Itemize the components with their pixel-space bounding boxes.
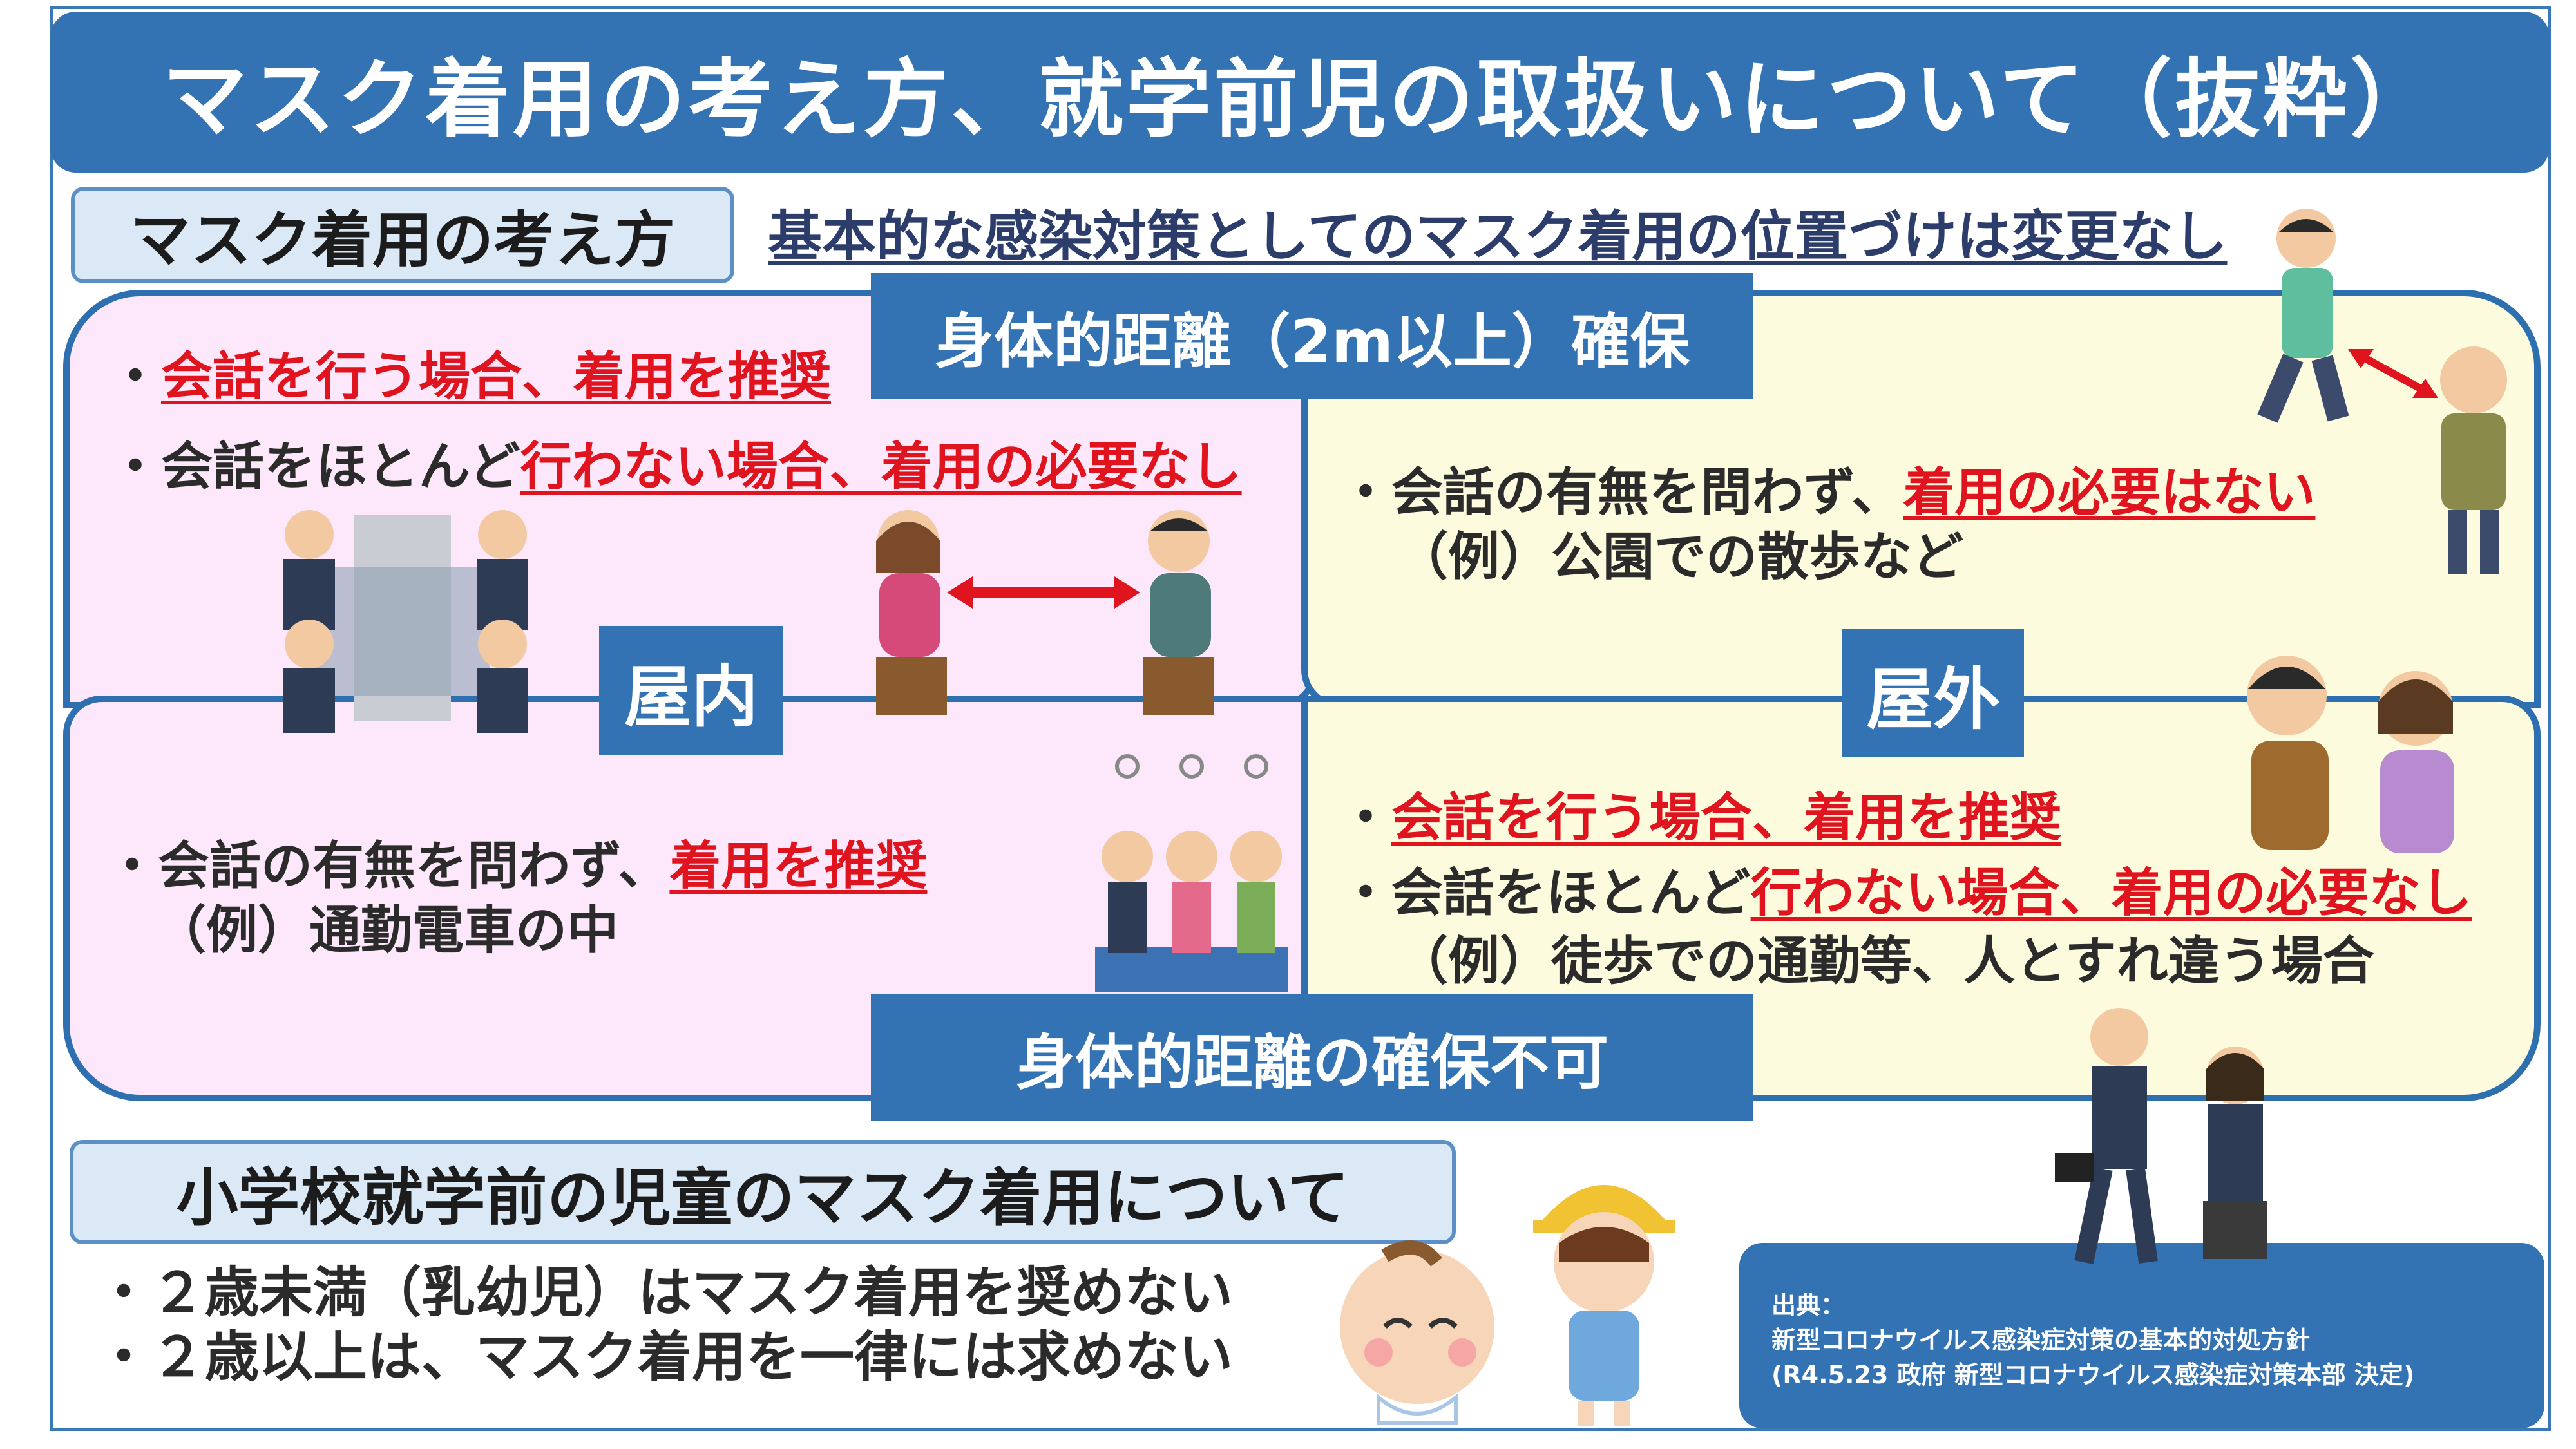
train-passengers-illustration (1095, 754, 1288, 992)
bullet: ・ (110, 437, 161, 497)
mask-policy-label: マスク着用の考え方 (71, 187, 734, 283)
indoor-distance-line-1: ・会話を行う場合、着用を推奨 (110, 335, 831, 410)
bullet: ・ (106, 836, 158, 896)
outdoor-close-line-2: ・会話をほとんど行わない場合、着用の必要なし (1340, 851, 2472, 926)
source-box: 出典： 新型コロナウイルス感染症対策の基本的対処方針 (R4.5.23 政府 新… (1739, 1243, 2544, 1428)
office-meeting-illustration (283, 510, 528, 733)
outdoor-close-line-1: ・会話を行う場合、着用を推奨 (1340, 776, 2061, 851)
page-title: マスク着用の考え方、就学前児の取扱いについて（抜粋） (50, 12, 2550, 173)
preschool-line-1: ・２歳未満（乳幼児）はマスク着用を奨めない (97, 1261, 1234, 1324)
outdoor-close-example: （例）徒歩での通勤等、人とすれ違う場合 (1397, 931, 2374, 991)
red-emphasis: 行わない場合、着用の必要なし (1750, 863, 2472, 923)
distance-ensured-tag: 身体的距離（2m以上）確保 (871, 273, 1753, 399)
bullet: ・ (1340, 863, 1391, 923)
line-prefix: 会話をほとんど (161, 437, 520, 497)
source-line-3: (R4.5.23 政府 新型コロナウイルス感染症対策本部 決定) (1771, 1361, 2415, 1389)
outdoor-tag: 屋外 (1842, 629, 2024, 757)
indoor-distance-line-2: ・会話をほとんど行わない場合、着用の必要なし (110, 425, 1242, 500)
line-prefix: 会話の有無を問わず、 (1391, 462, 1903, 522)
line-prefix: 会話の有無を問わず、 (158, 836, 670, 896)
indoor-close-example: （例）通勤電車の中 (155, 900, 618, 960)
mask-policy-intro: 基本的な感染対策としてのマスク着用の位置づけは変更なし (768, 205, 2228, 268)
line-prefix: 会話をほとんど (1391, 863, 1751, 923)
walking-pair-illustration (2257, 209, 2507, 574)
red-emphasis: 着用の必要はない (1903, 462, 2316, 522)
red-emphasis: 会話を行う場合、着用を推奨 (161, 346, 831, 406)
red-emphasis: 着用を推奨 (669, 836, 928, 896)
red-emphasis: 行わない場合、着用の必要なし (520, 437, 1242, 497)
page-frame (50, 6, 2551, 1431)
outdoor-distance-example: （例）公園での散歩など (1397, 527, 1963, 587)
bullet: ・ (110, 346, 161, 406)
talking-pair-illustration (2247, 656, 2454, 853)
indoor-tag: 屋内 (599, 626, 783, 755)
distance-not-ensured-tag: 身体的距離の確保不可 (871, 994, 1753, 1121)
bullet: ・ (1340, 788, 1391, 848)
reading-pair-illustration (876, 510, 1214, 715)
source-line-2: 新型コロナウイルス感染症対策の基本的対処方針 (1771, 1326, 2311, 1354)
baby-illustration (1340, 1240, 1494, 1425)
preschool-mask-label: 小学校就学前の児童のマスク着用について (70, 1140, 1456, 1244)
red-emphasis: 会話を行う場合、着用を推奨 (1391, 788, 2061, 848)
outdoor-distance-line-1: ・会話の有無を問わず、着用の必要はない (1340, 451, 2315, 526)
commuters-illustration (2055, 1008, 2267, 1265)
preschool-line-2: ・２歳以上は、マスク着用を一律には求めない (97, 1325, 1234, 1388)
source-line-1: 出典： (1771, 1291, 1846, 1320)
bullet: ・ (1340, 462, 1391, 522)
indoor-close-line-1: ・会話の有無を問わず、着用を推奨 (106, 824, 927, 899)
child-illustration (1533, 1185, 1675, 1426)
